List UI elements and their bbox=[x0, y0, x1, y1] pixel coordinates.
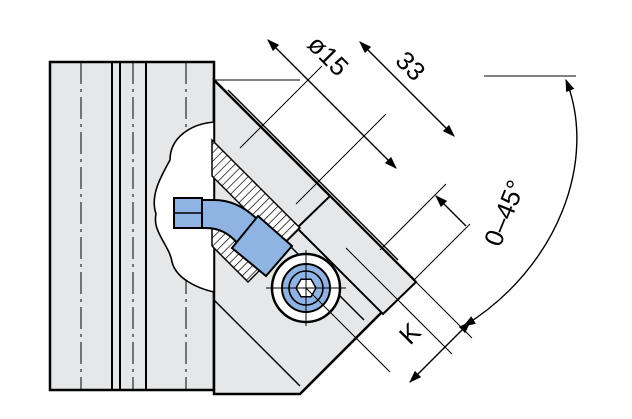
k-label: K bbox=[393, 316, 427, 350]
angle-label: 0–45° bbox=[478, 176, 531, 251]
cylinder-edge-right bbox=[299, 347, 347, 395]
cylinder-inner-edge-3 bbox=[213, 299, 301, 387]
dim-line-k-tick bbox=[435, 195, 467, 227]
cylinder-inner-edge-1 bbox=[227, 89, 399, 261]
diameter-label: ø15 bbox=[302, 29, 355, 82]
length-label: 33 bbox=[390, 45, 432, 87]
ext-line-k1 bbox=[305, 287, 391, 373]
ext-line-d1 bbox=[239, 65, 323, 149]
fitting-body bbox=[230, 214, 294, 278]
dimension-angle: 0–45° bbox=[413, 75, 578, 339]
dim-line-length bbox=[359, 41, 455, 137]
cylinder-step bbox=[295, 194, 418, 316]
ext-line-k3 bbox=[379, 183, 447, 251]
hose-fitting bbox=[173, 197, 294, 278]
angle-arc bbox=[462, 78, 578, 327]
dim-line-diameter bbox=[267, 39, 397, 169]
dim-line-k bbox=[409, 321, 471, 383]
ext-line-l2 bbox=[413, 223, 471, 281]
cylinder-body bbox=[212, 76, 418, 396]
ext-line-d2 bbox=[295, 113, 387, 205]
